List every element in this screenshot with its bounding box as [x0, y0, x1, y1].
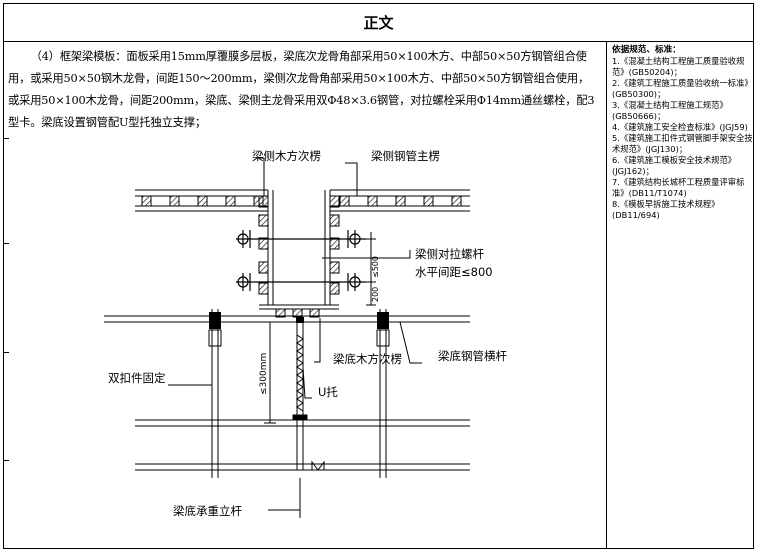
reference-item: 7.《建筑结构长城杯工程质量评审标准》(DB11/T1074): [612, 177, 745, 198]
dim-300: ≤300mm: [259, 353, 269, 395]
double-clamps: [208, 312, 390, 347]
reference-heading: 依据规范、标准：: [612, 45, 681, 55]
label-side-steel-main: 梁侧钢管主楞: [371, 149, 440, 163]
side-wood-studs: [258, 195, 340, 295]
label-bolt-spacing: 水平间距≤800: [415, 265, 493, 279]
dim-500: ≤500: [371, 256, 380, 278]
slab-wood-blocks-left: [141, 195, 264, 207]
label-u-support: U托: [318, 385, 338, 399]
horizontal-steel-tubes: [104, 315, 470, 471]
reference-item: 8.《模板早拆施工技术规程》(DB11/694): [612, 199, 720, 220]
leader-lines: [168, 157, 422, 511]
reference-item: 4.《建筑施工安全检查标准》(JGJ59): [612, 122, 748, 132]
post-break-mark: [311, 460, 325, 471]
page-frame: [3, 3, 754, 549]
label-bottom-steel-tube: 梁底钢管横杆: [438, 349, 507, 363]
vertical-posts: [211, 309, 387, 478]
reference-item: 6.《建筑施工模板安全技术规范》(JGJ162)；: [612, 155, 737, 176]
beam-bottom-formwork: [259, 304, 339, 310]
page-title: 正文: [3, 3, 754, 42]
label-side-wood-stud: 梁侧木方次楞: [252, 149, 321, 163]
column-divider: [606, 41, 607, 549]
reference-item: 5.《建筑施工扣件式钢管脚手架安全技术规范》(JGJ130)；: [612, 133, 753, 154]
label-load-post: 梁底承重立杆: [173, 504, 242, 518]
label-bottom-wood-joist: 梁底木方次楞: [333, 352, 402, 366]
reference-list: 依据规范、标准： 1.《混凝土结构工程施工质量验收规范》(GB50204)； 2…: [612, 45, 754, 221]
dim-200: 200: [371, 287, 380, 302]
label-tie-bolt: 梁侧对拉螺杆: [415, 247, 484, 261]
label-double-clamp: 双扣件固定: [108, 371, 166, 385]
formwork-diagram: 梁侧木方次楞 梁侧钢管主楞 梁侧对拉螺杆 水平间距≤800 ≤500 200 双…: [104, 149, 507, 518]
slab-wood-blocks-right: [339, 195, 462, 207]
u-support-screw: [292, 334, 308, 420]
reference-item: 1.《混凝土结构工程施工质量验收规范》(GB50204)；: [612, 56, 745, 77]
beam-side-panels: [267, 190, 331, 305]
reference-item: 3.《混凝土结构工程施工规范》(GB50666)；: [612, 100, 728, 121]
body-paragraph: （4）框架梁模板：面板采用15mm厚覆膜多层板，梁底次龙骨角部采用50×100木…: [8, 50, 595, 129]
tie-bolts: [236, 230, 366, 291]
reference-item: 2.《建筑工程施工质量验收统一标准》(GB50300)；: [612, 78, 753, 99]
